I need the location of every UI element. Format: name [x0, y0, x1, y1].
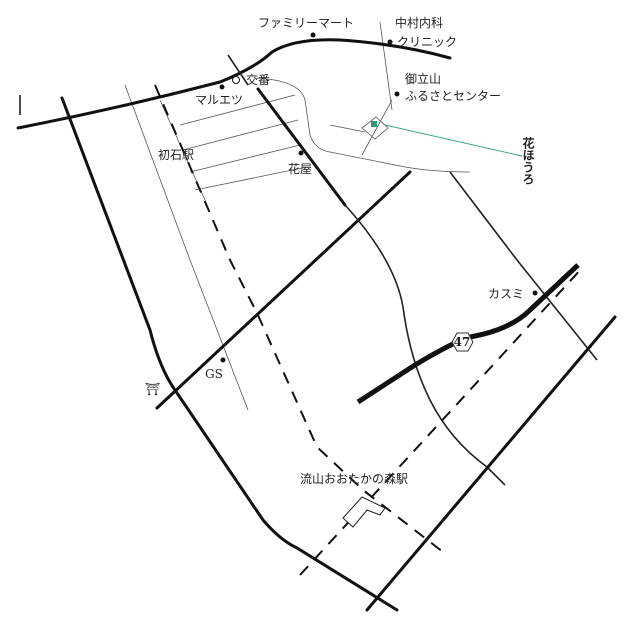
label-kasumi: カスミ: [488, 287, 524, 301]
police-box-icon: [232, 76, 240, 84]
hanahoro-logo: 花ほうろ: [521, 136, 535, 185]
hanahoro-building: [361, 116, 389, 140]
station-building-icon: [342, 496, 386, 528]
label-maruetsu: マルエツ: [195, 93, 243, 107]
route-47-shield: [451, 332, 474, 352]
label-gs: GS: [205, 367, 223, 381]
label-mitateyama-1: 御立山: [405, 71, 441, 86]
railway-tobu: [154, 84, 444, 553]
label-koban: 交番: [246, 72, 270, 87]
label-nagareyama-otakanomori-station: 流山おおたかの森駅: [300, 471, 408, 486]
label-nakamura-1: 中村内科: [395, 15, 443, 30]
label-nakamura-2: クリニック: [397, 35, 457, 49]
svg-text:花ほうろ: 花ほうろ: [521, 136, 535, 185]
poi-dots: [219, 32, 538, 363]
label-mitateyama-2: ふるさとセンター: [405, 89, 501, 103]
minor-streets: [124, 21, 523, 411]
label-family-mart: ファミリーマート: [258, 16, 354, 30]
label-hanaya: 花屋: [288, 161, 312, 176]
main-roads: [16, 38, 617, 612]
label-hatsuishi-station: 初石駅: [158, 148, 194, 162]
shrine-icon: ⛩: [145, 382, 160, 396]
leader-line: [384, 124, 523, 157]
label-route-47: 47: [454, 335, 471, 349]
hanahoro-marker: [371, 121, 377, 127]
railway-tx: [299, 266, 584, 576]
